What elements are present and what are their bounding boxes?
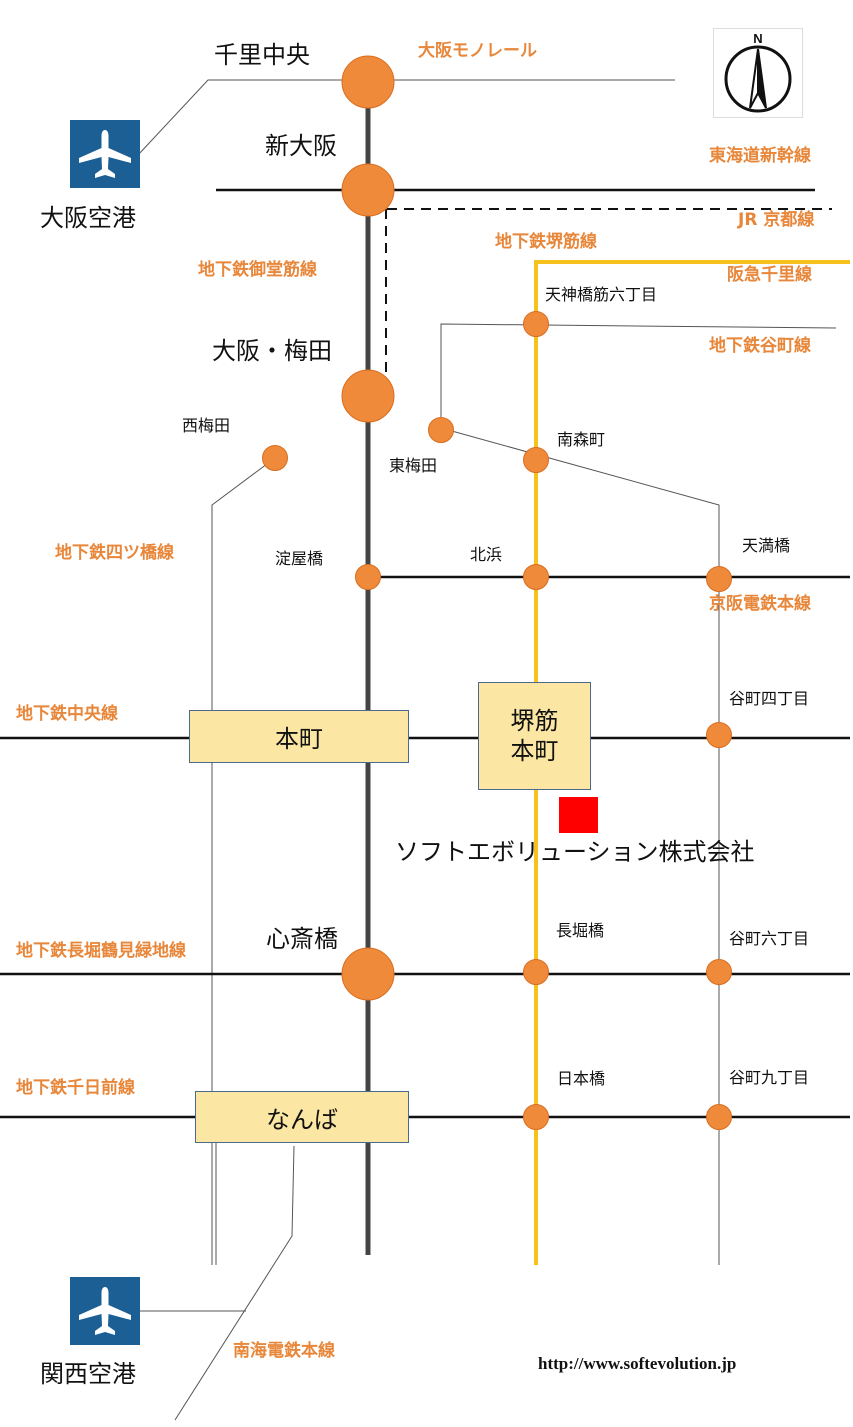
midosuji-label: 地下鉄御堂筋線	[198, 260, 317, 280]
itami-airport-icon	[70, 120, 140, 188]
tanimachi4-label: 谷町四丁目	[729, 689, 810, 708]
nipponbashi-station[interactable]	[523, 1104, 549, 1130]
tanimachi6-label: 谷町六丁目	[729, 929, 810, 948]
tanimachi-label: 地下鉄谷町線	[709, 336, 811, 356]
honmachi-box[interactable]: 本町	[189, 710, 409, 763]
nankai-label: 南海電鉄本線	[233, 1341, 335, 1361]
tanimachi-line-north	[440, 323, 837, 428]
compass-n-label: N	[753, 31, 762, 46]
nankai-line	[174, 1145, 295, 1421]
sakaisuji-label: 地下鉄堺筋線	[495, 232, 597, 252]
yodoyabashi-station[interactable]	[355, 564, 381, 590]
honmachi-label: 本町	[275, 725, 323, 753]
higashi-umeda-station[interactable]	[428, 417, 454, 443]
office-marker-icon[interactable]	[559, 797, 598, 833]
sakaisuji-honmachi-label-2: 本町	[510, 737, 559, 765]
nipponbashi-label: 日本橋	[557, 1069, 606, 1088]
nagahoribashi-label: 長堀橋	[556, 921, 605, 940]
tanimachi9-label: 谷町九丁目	[729, 1068, 810, 1087]
tenmabashi-label: 天満橋	[742, 536, 791, 555]
nagahori-label: 地下鉄長堀鶴見緑地線	[16, 941, 186, 961]
senri-chuo-label: 千里中央	[214, 41, 310, 69]
senri-chuo-station[interactable]	[341, 55, 395, 109]
kitahama-station[interactable]	[523, 564, 549, 590]
minamimorimachi-station[interactable]	[523, 447, 549, 473]
tokaido-shinkansen-label: 東海道新幹線	[709, 146, 811, 166]
shinsaibashi-label: 心斎橋	[266, 925, 338, 953]
itami-airport-label: 大阪空港	[40, 204, 136, 232]
airplane-icon	[79, 130, 131, 178]
kitahama-label: 北浜	[470, 545, 503, 564]
tanimachi6-station[interactable]	[706, 959, 732, 985]
tenjinbashisuji-station[interactable]	[523, 311, 549, 337]
tenmabashi-station[interactable]	[706, 566, 732, 592]
chuo-label: 地下鉄中央線	[16, 704, 118, 724]
yodoyabashi-label: 淀屋橋	[275, 549, 324, 568]
higashi-umeda-label: 東梅田	[389, 456, 438, 475]
monorail-label: 大阪モノレール	[418, 41, 537, 61]
minamimorimachi-label: 南森町	[557, 430, 606, 449]
namba-box[interactable]: なんば	[195, 1091, 409, 1143]
north-arrow-icon: N	[713, 28, 803, 118]
tanimachi9-station[interactable]	[706, 1104, 732, 1130]
sakaisuji-honmachi-box[interactable]: 堺筋 本町	[478, 682, 591, 790]
airplane-icon	[79, 1287, 131, 1335]
kansai-airport-icon	[70, 1277, 140, 1345]
itami-airport-connector	[137, 79, 352, 156]
nagahoribashi-station[interactable]	[523, 959, 549, 985]
company-name: ソフトエボリューション株式会社	[395, 838, 755, 866]
website-url[interactable]: http://www.softevolution.jp	[538, 1354, 737, 1373]
tenjinbashisuji-label: 天神橋筋六丁目	[545, 285, 658, 304]
shin-osaka-station[interactable]	[341, 163, 395, 217]
nishi-umeda-station[interactable]	[262, 445, 288, 471]
shinsaibashi-station[interactable]	[341, 947, 395, 1001]
sakaisuji-line	[534, 260, 850, 1265]
shin-osaka-label: 新大阪	[265, 132, 337, 160]
keihan-label: 京阪電鉄本線	[709, 594, 811, 614]
umeda-station[interactable]	[341, 369, 395, 423]
sennichimae-label: 地下鉄千日前線	[16, 1078, 135, 1098]
namba-label: なんば	[266, 1105, 338, 1134]
yotsubashi-line	[211, 457, 276, 1265]
tanimachi4-station[interactable]	[706, 722, 732, 748]
sakaisuji-honmachi-label-1: 堺筋	[510, 707, 559, 735]
jr-kyoto-label: JR 京都線	[738, 210, 815, 230]
hankyu-senri-label: 阪急千里線	[727, 265, 812, 285]
kansai-airport-label: 関西空港	[40, 1360, 136, 1388]
yotsubashi-label: 地下鉄四ツ橋線	[55, 543, 174, 563]
nishi-umeda-label: 西梅田	[182, 416, 231, 435]
umeda-label: 大阪・梅田	[212, 337, 332, 365]
